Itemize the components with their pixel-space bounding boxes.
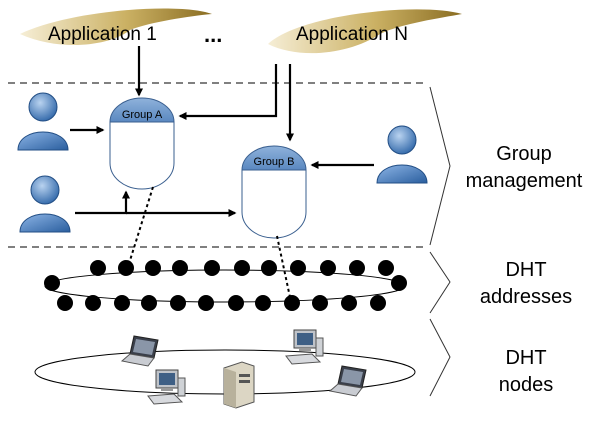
desktop-computer-icon-left [147, 369, 186, 405]
dht-nodes-label-line1: DHT [505, 347, 546, 369]
dht-address-dots [44, 260, 407, 311]
laptop-icon-left [120, 335, 159, 367]
dht-address-dot [349, 260, 365, 276]
dht-address-dot [198, 295, 214, 311]
dht-address-dot [378, 260, 394, 276]
dht-nodes-label-line2: nodes [499, 374, 554, 396]
dht-address-dot [204, 260, 220, 276]
application-n-label: Application N [296, 24, 408, 45]
dht-address-dot [261, 260, 277, 276]
arrow-appn-to-group-a [178, 64, 278, 120]
dht-address-dot [118, 260, 134, 276]
dht-address-dot [57, 295, 73, 311]
group-management-brace [429, 86, 451, 246]
dht-address-dot [312, 295, 328, 311]
server-icon [223, 361, 255, 409]
dht-addresses-brace [429, 251, 451, 314]
group-a-mapping-line [126, 186, 154, 271]
dht-addresses-label-line1: DHT [505, 259, 546, 281]
connection-arrows [70, 46, 374, 217]
group-a-container: Group A [109, 97, 175, 190]
dht-address-dot [391, 275, 407, 291]
dht-address-dot [145, 260, 161, 276]
dht-address-dot [172, 260, 188, 276]
dht-nodes-brace [429, 318, 451, 397]
dht-address-dot [85, 295, 101, 311]
user-icon-right [376, 125, 428, 184]
dht-address-dot [170, 295, 186, 311]
application-1-label: Application 1 [48, 24, 157, 45]
dht-address-dot [290, 260, 306, 276]
desktop-computer-icon-right [285, 329, 324, 365]
group-b-mapping-line [276, 235, 292, 303]
user-icon-top-left [17, 92, 69, 151]
dht-address-dot [141, 295, 157, 311]
group-b-label: Group B [254, 156, 295, 168]
dht-address-dot [234, 260, 250, 276]
dht-address-dot [90, 260, 106, 276]
group-b-container: Group B [241, 145, 307, 239]
application-n-banner: Application N [268, 9, 462, 54]
dht-addresses-label-line2: addresses [480, 286, 572, 308]
dht-address-dot [370, 295, 386, 311]
dht-address-dot [228, 295, 244, 311]
dht-address-dot [44, 275, 60, 291]
dht-address-dot [114, 295, 130, 311]
dht-address-dot [341, 295, 357, 311]
dht-address-dot [284, 295, 300, 311]
group-a-label: Group A [122, 109, 163, 121]
group-management-label-line2: management [466, 170, 583, 192]
applications-ellipsis: ... [204, 22, 222, 47]
laptop-icon-right [328, 365, 367, 397]
dht-address-dot [255, 295, 271, 311]
dht-address-dot [320, 260, 336, 276]
application-1-banner: Application 1 [20, 8, 212, 46]
group-management-label-line1: Group [496, 143, 552, 165]
arrow-user2-to-group-a [75, 190, 130, 215]
user-icon-bottom-left [19, 175, 71, 233]
